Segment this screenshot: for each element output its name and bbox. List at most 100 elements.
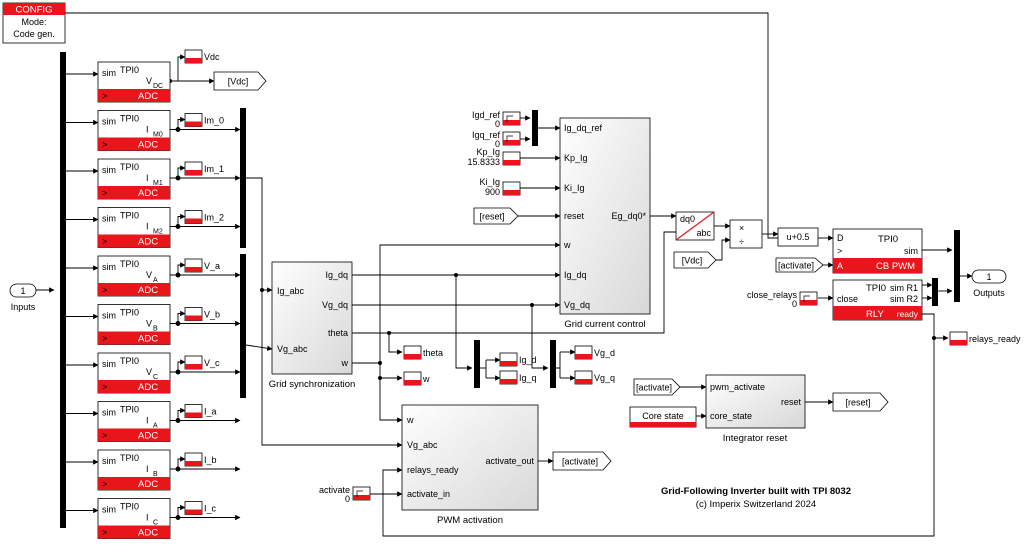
adc-tpi-label: TPI0 xyxy=(120,65,139,75)
adc-out-scope[interactable]: Vdc xyxy=(184,49,220,64)
grid-current-control-block[interactable]: Ig_dq_ref Kp_Ig Ki_Ig reset w Ig_dq Vg_d… xyxy=(559,117,651,330)
scope-ig-d[interactable]: Ig_d xyxy=(499,352,537,367)
const-kp-ig[interactable]: Kp_Ig 15.8333 xyxy=(467,147,521,167)
adc-out-scope[interactable]: V_b xyxy=(184,307,220,321)
mux-bus-voltages[interactable] xyxy=(240,254,246,398)
cb-pwm-block[interactable]: D > A TPI0 sim CB PWM xyxy=(832,228,923,274)
const-kp-ig-name: Kp_Ig xyxy=(476,147,500,157)
scope-theta[interactable]: theta xyxy=(403,345,443,360)
adc-tag: ADC xyxy=(138,431,158,442)
core-state-block[interactable]: Core state xyxy=(629,406,697,428)
from-reset[interactable]: [reset] xyxy=(473,207,519,225)
const-igq-ref[interactable]: Igq_ref 0 xyxy=(472,130,521,149)
mux-ref[interactable] xyxy=(532,110,538,146)
adc-out-scope[interactable]: Im_2 xyxy=(184,210,224,224)
from-activate-ir-label: [activate] xyxy=(636,383,672,393)
pwm-activation-block[interactable]: w Vg_abc relays_ready activate_in activa… xyxy=(401,404,539,526)
adc-out-label: I_c xyxy=(204,504,217,514)
goto-activate[interactable]: [activate] xyxy=(552,451,612,471)
outputs-port[interactable]: 1 Outputs xyxy=(971,269,1007,298)
goto-vdc[interactable]: [Vdc] xyxy=(213,71,267,91)
adc-out-scope[interactable]: Im_0 xyxy=(184,113,224,127)
gcc-in-reset: reset xyxy=(564,211,585,221)
adc-out-scope[interactable]: I_a xyxy=(184,404,217,418)
offset-label: u+0.5 xyxy=(787,232,810,242)
goto-reset-label: [reset] xyxy=(845,398,870,408)
adc-sim-label: sim xyxy=(102,311,116,321)
scope-ig-q-label: Ig_q xyxy=(519,373,537,383)
const-close-relays[interactable]: close_relays 0 xyxy=(747,290,818,309)
const-activate[interactable]: activate 0 xyxy=(319,485,371,504)
mux-bus-currents[interactable] xyxy=(240,108,246,248)
adc-signal-symbol: I xyxy=(146,464,149,474)
gcc-in-vgdq: Vg_dq xyxy=(564,300,590,310)
adc-out-label: I_b xyxy=(204,455,217,465)
scope-w[interactable]: w xyxy=(403,371,430,386)
pwm-in-relays: relays_ready xyxy=(407,465,459,475)
adc-clock-arrow: > xyxy=(102,237,107,247)
adc-out-label: Im_2 xyxy=(204,213,224,223)
adc-out-scope[interactable]: V_c xyxy=(184,355,220,370)
cbpwm-tpi: TPI0 xyxy=(878,234,898,245)
adc-out-scope[interactable]: I_b xyxy=(184,452,217,467)
gcc-in-kpig: Kp_Ig xyxy=(564,153,588,163)
gcc-in-igdqref: Ig_dq_ref xyxy=(564,123,603,133)
adc-tag: ADC xyxy=(138,188,158,199)
from-activate-ir[interactable]: [activate] xyxy=(633,378,681,396)
grid-synchronization-block[interactable]: Ig_abc Vg_abc Ig_dq Vg_dq theta w Grid s… xyxy=(269,261,356,390)
const-close-relays-name: close_relays xyxy=(747,290,798,300)
adc-signal-symbol: I xyxy=(146,125,149,135)
adc-signal-subscript: B xyxy=(153,471,158,478)
gs-out-w: w xyxy=(341,358,349,368)
goto-reset[interactable]: [reset] xyxy=(832,392,889,412)
scope-ig-q[interactable]: Ig_q xyxy=(499,370,537,385)
ir-out-reset: reset xyxy=(781,397,802,407)
adc-clock-arrow: > xyxy=(102,528,107,538)
inputs-port[interactable]: 1 Inputs xyxy=(9,283,37,312)
adc-tag: ADC xyxy=(138,140,158,151)
config-block[interactable]: CONFIG Mode: Code gen. xyxy=(2,2,66,44)
dq0-abc-transform[interactable]: dq0 abc xyxy=(675,211,715,241)
demux-ig[interactable] xyxy=(474,340,480,388)
adc-out-scope[interactable]: V_a xyxy=(184,258,220,273)
adc-out-scope[interactable]: Im_1 xyxy=(184,161,224,176)
const-igd-ref[interactable]: Igd_ref 0 xyxy=(472,110,521,129)
gs-in-vgabc: Vg_abc xyxy=(277,344,308,354)
adc-signal-subscript: C xyxy=(153,520,158,527)
product-mult: × xyxy=(739,223,744,233)
const-ki-ig[interactable]: Ki_Ig 900 xyxy=(479,177,521,197)
adc-signal-subscript: M1 xyxy=(153,180,163,187)
demux-vg[interactable] xyxy=(550,340,556,388)
offset-fcn[interactable]: u+0.5 xyxy=(777,227,819,247)
config-mode: Mode: xyxy=(21,17,46,27)
gs-out-igdq: Ig_dq xyxy=(325,270,348,280)
adc-out-scope[interactable]: I_c xyxy=(184,501,217,515)
adc-clock-arrow: > xyxy=(102,285,107,295)
scope-vg-q[interactable]: Vg_q xyxy=(574,370,615,385)
adc-out-label: V_b xyxy=(204,310,220,320)
scope-vg-d[interactable]: Vg_d xyxy=(574,345,615,360)
rly-block[interactable]: TPI0 sim R1 close sim R2 RLY ready xyxy=(832,279,923,321)
const-kp-ig-value: 15.8333 xyxy=(467,157,500,167)
mux-relays[interactable] xyxy=(932,278,938,306)
pwm-out-activate: activate_out xyxy=(485,456,534,466)
from-activate-cbpwm[interactable]: [activate] xyxy=(775,257,824,273)
adc-tag: ADC xyxy=(138,382,158,393)
integrator-reset-block[interactable]: pwm_activate core_state reset Integrator… xyxy=(705,374,806,444)
scope-relays-ready[interactable]: relays_ready xyxy=(949,331,1021,346)
output-bus[interactable] xyxy=(954,230,960,302)
product-block[interactable]: × ÷ xyxy=(729,219,763,249)
demux-bus[interactable] xyxy=(60,52,66,528)
from-vdc[interactable]: [Vdc] xyxy=(673,251,717,269)
